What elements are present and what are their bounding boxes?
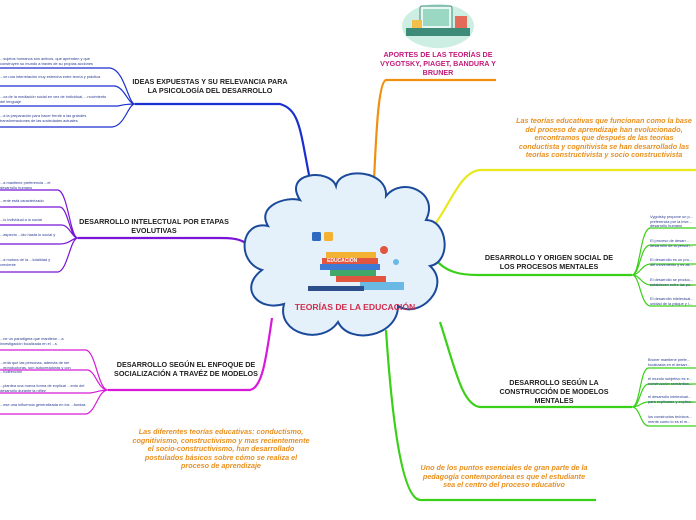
origen-leaf-3[interactable]: El desarrollo es un pro... del movimient… bbox=[650, 257, 693, 267]
socializacion-topic[interactable]: DESARROLLO SEGÚN EL ENFOQUE DE SOCIALIZA… bbox=[114, 360, 258, 378]
socializacion-leaf-1[interactable]: ...ne un paradigma que mantiene ...a inv… bbox=[0, 336, 64, 346]
ideas-leaf-1[interactable]: ...sujetos humanos son activos, que apre… bbox=[0, 56, 93, 66]
books-illustration-icon bbox=[308, 232, 404, 291]
ideas-leaf-3[interactable]: ...ca de la mediación social en vez de i… bbox=[0, 94, 107, 104]
intelectual-connector bbox=[78, 236, 260, 263]
intelectual-leaf-lines bbox=[0, 189, 79, 273]
ideas-leaf-2[interactable]: ...ve una interrelación muy estrecha ent… bbox=[0, 74, 101, 79]
books-label: EDUCACIÓN bbox=[327, 256, 358, 264]
note-theories-evolution[interactable]: Las teorías educativas que funcionan com… bbox=[516, 116, 692, 160]
socializacion-leaf-2[interactable]: ...enta que las personas, además de ser … bbox=[0, 360, 71, 375]
origen-leaf-2[interactable]: El proceso de desarr... desarrollo de la… bbox=[650, 238, 693, 248]
aportes-connector bbox=[372, 78, 496, 181]
construccion-leaf-lines bbox=[631, 367, 696, 427]
construccion-leaf-1[interactable]: Bruner mantiene prefe... focalizada en e… bbox=[648, 357, 691, 367]
origen-connector bbox=[435, 259, 632, 277]
intelectual-topic[interactable]: DESARROLLO INTELECTUAL POR ETAPAS EVOLUT… bbox=[79, 217, 229, 235]
construccion-leaf-3[interactable]: el desarrollo intelectual... para explic… bbox=[648, 394, 694, 404]
construccion-connector bbox=[438, 321, 632, 409]
ideas-leaf-lines bbox=[0, 67, 136, 128]
education-illustration-icon bbox=[402, 4, 474, 48]
intelectual-leaf-5[interactable]: ...a motora de la ...totalidad y crecien… bbox=[0, 257, 51, 267]
intelectual-leaf-4[interactable]: ...aspecto ...ido hasta lo social y bbox=[0, 232, 56, 237]
socializacion-connector bbox=[108, 317, 274, 392]
construccion-leaf-2[interactable]: el mundo subjetivo es e... construcción … bbox=[648, 376, 693, 386]
origen-topic[interactable]: DESARROLLO Y ORIGEN SOCIAL DE LOS PROCES… bbox=[484, 253, 614, 271]
intelectual-leaf-1[interactable]: ...a mantiene preferencia ...el desarrol… bbox=[0, 180, 51, 190]
socializacion-leaf-4[interactable]: ...ese una influencia generalizada en lo… bbox=[0, 402, 86, 407]
construccion-topic[interactable]: DESARROLLO SEGÚN LA CONSTRUCCIÓN DE MODE… bbox=[499, 378, 609, 405]
socializacion-leaf-lines bbox=[0, 349, 109, 415]
origen-leaf-5[interactable]: El desarrollo intelectual... unidad de l… bbox=[650, 296, 694, 306]
note-bottom-connector bbox=[384, 329, 596, 502]
central-topic[interactable]: TEORÍAS DE LA EDUCACIÓN bbox=[294, 302, 416, 312]
origen-leaf-1[interactable]: Vygotsky propone un p... preferencia por… bbox=[650, 214, 693, 229]
note-student-centered[interactable]: Uno de los puntos esenciales de gran par… bbox=[420, 463, 588, 490]
origen-leaf-lines bbox=[631, 227, 696, 307]
note-educational-theories[interactable]: Las diferentes teorías educativas: condu… bbox=[132, 427, 310, 471]
ideas-topic[interactable]: IDEAS EXPUESTAS Y SU RELEVANCIA PARA LA … bbox=[132, 77, 288, 95]
intelectual-leaf-2[interactable]: ...ente está caracterizado bbox=[0, 198, 44, 203]
construccion-leaf-4[interactable]: los constructos teóricos... mente como l… bbox=[648, 414, 692, 424]
origen-leaf-4[interactable]: El desarrollo se produc... establecen en… bbox=[650, 277, 694, 287]
socializacion-leaf-3[interactable]: ...plantea una nueva forma de explicar .… bbox=[0, 383, 85, 393]
aportes-topic[interactable]: APORTES DE LAS TEORÍAS DE VYGOTSKY, PIAG… bbox=[380, 50, 496, 77]
ideas-connector bbox=[135, 102, 312, 181]
ideas-leaf-4[interactable]: ...a la preparación para hacer frente a … bbox=[0, 113, 87, 123]
intelectual-leaf-3[interactable]: ...lo individual a lo social bbox=[0, 217, 42, 222]
